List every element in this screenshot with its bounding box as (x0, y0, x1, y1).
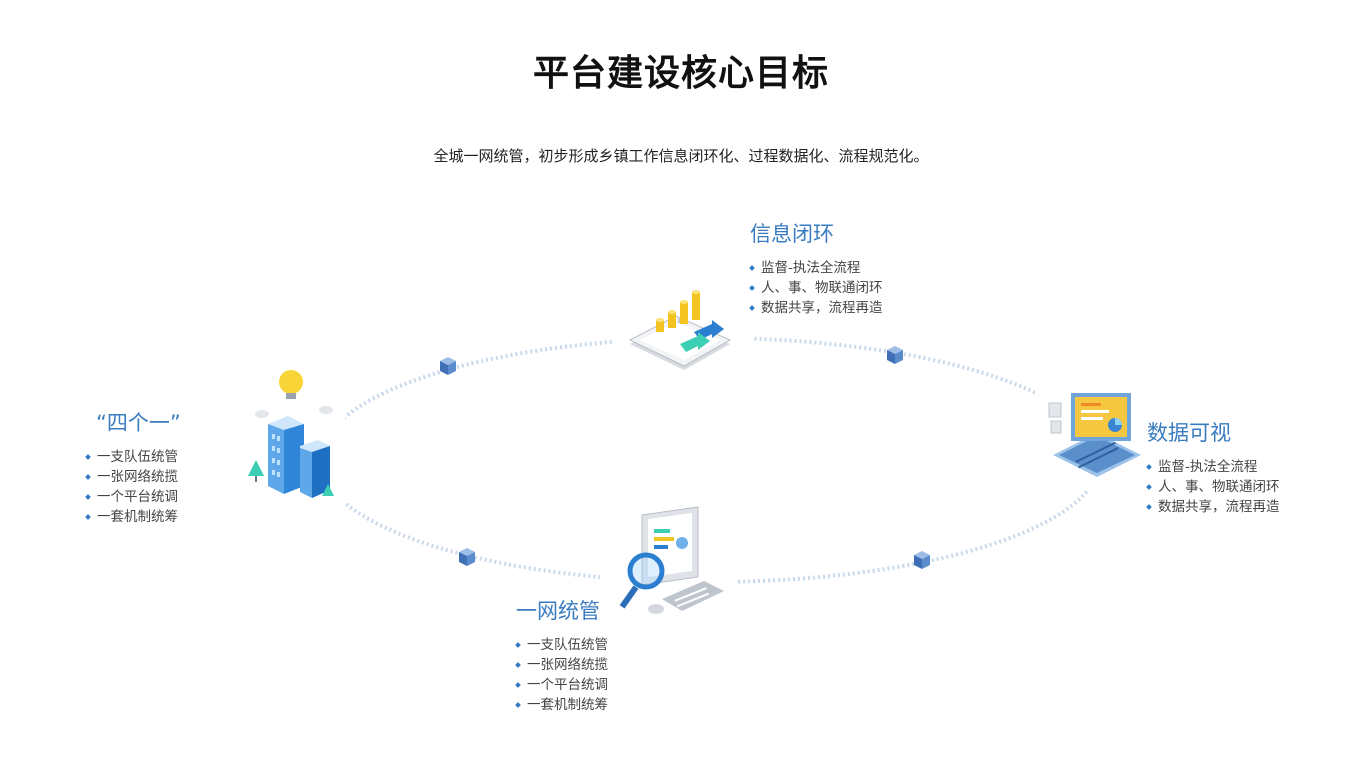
node-xinxi-bihuan: 信息闭环 监督-执法全流程 人、事、物联通闭环 数据共享，流程再造 (749, 218, 883, 318)
node-shuju-keshi: 数据可视 监督-执法全流程 人、事、物联通闭环 数据共享，流程再造 (1146, 417, 1280, 517)
node-title: 一网统管 (516, 599, 600, 623)
node-title: “四个一” (96, 411, 181, 435)
mobile-coins-icon (628, 290, 732, 370)
list-item: 监督-执法全流程 (749, 258, 883, 278)
node-title: 信息闭环 (750, 222, 834, 246)
list-item: 一支队伍统管 (515, 635, 608, 655)
list-item: 人、事、物联通闭环 (749, 278, 883, 298)
list-item: 一个平台统调 (515, 675, 608, 695)
cube-icon (914, 551, 930, 569)
list-item: 一套机制统筹 (85, 507, 181, 527)
list-item: 一张网络统揽 (515, 655, 608, 675)
list-item: 一个平台统调 (85, 487, 181, 507)
node-yiwang-tongguan: 一网统管 一支队伍统管 一张网络统揽 一个平台统调 一套机制统筹 (515, 595, 608, 715)
cube-icon (440, 357, 456, 375)
page-title: 平台建设核心目标 (532, 53, 829, 94)
list-item: 数据共享，流程再造 (749, 298, 883, 318)
page-subtitle: 全城一网统管，初步形成乡镇工作信息闭环化、过程数据化、流程规范化。 (433, 147, 929, 165)
list-item: 一套机制统筹 (515, 695, 608, 715)
laptop-chart-icon (1048, 393, 1141, 477)
list-item: 数据共享，流程再造 (1146, 497, 1280, 517)
list-item: 人、事、物联通闭环 (1146, 477, 1280, 497)
list-item: 一张网络统揽 (85, 467, 181, 487)
city-buildings-icon (248, 370, 334, 498)
list-item: 一支队伍统管 (85, 447, 181, 467)
list-item: 监督-执法全流程 (1146, 457, 1280, 477)
node-title: 数据可视 (1147, 421, 1231, 445)
monitor-magnifier-icon (619, 506, 724, 614)
cube-icon (887, 346, 903, 364)
node-si-ge-yi: “四个一” 一支队伍统管 一张网络统揽 一个平台统调 一套机制统筹 (85, 407, 181, 527)
cube-icon (459, 548, 475, 566)
